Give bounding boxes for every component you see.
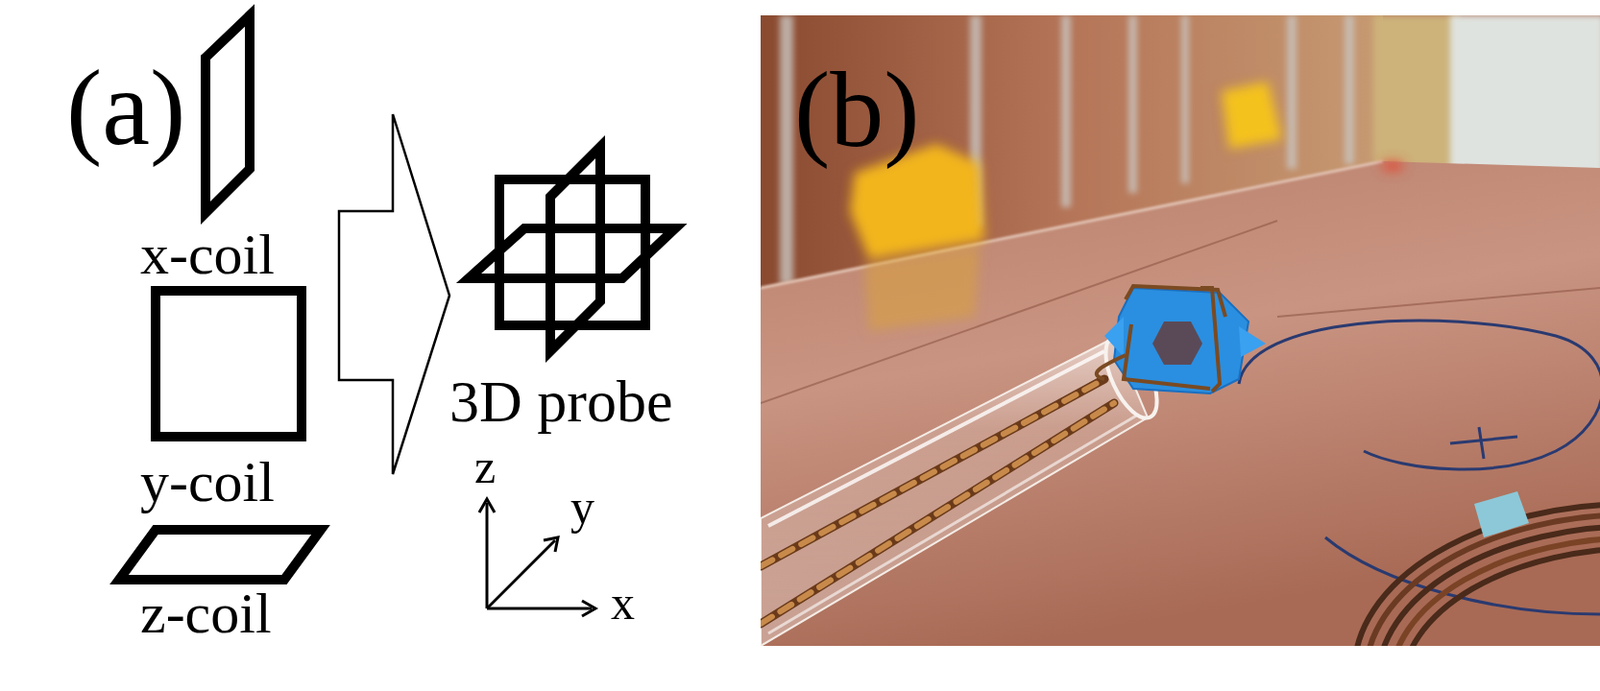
probe-x-coil	[550, 146, 601, 352]
tube-highlight	[768, 351, 1105, 527]
probe-fin	[1104, 316, 1124, 358]
beige-wall	[1373, 15, 1460, 170]
frame-post	[1061, 15, 1071, 208]
blue-probe	[1096, 286, 1266, 394]
z-axis-head	[479, 499, 495, 513]
panel-label: (b)	[794, 55, 921, 164]
wire-pair	[760, 379, 1105, 567]
frame-post	[1344, 15, 1355, 165]
frame-post	[779, 15, 794, 285]
spool-turn	[1402, 548, 1600, 647]
spool-turn	[1378, 526, 1600, 647]
z-axis	[485, 503, 489, 609]
y-axis-head	[543, 537, 558, 553]
coil-label: y-coil	[140, 453, 275, 511]
frame-post	[1128, 15, 1138, 194]
frame-post	[1181, 15, 1189, 184]
yellow-blocks	[849, 81, 1403, 332]
probe-label: 3D probe	[449, 371, 673, 432]
y-axis	[486, 540, 556, 609]
glass-tube	[760, 329, 1168, 647]
floor-marking	[1238, 320, 1600, 615]
wire-pair	[760, 379, 1105, 567]
x-coil-shape	[205, 15, 250, 214]
seam	[760, 220, 1278, 404]
coil-label: x-coil	[140, 225, 275, 284]
seam	[1277, 288, 1600, 317]
probe-photo	[760, 15, 1600, 647]
marker-circle	[1238, 320, 1600, 470]
x-axis	[486, 607, 592, 611]
combine-arrow	[339, 114, 450, 475]
y-coil-shape	[155, 290, 302, 437]
axis-label: z	[474, 442, 496, 491]
winding	[1123, 324, 1211, 389]
tube-body	[760, 338, 1148, 647]
spool-turn	[1365, 514, 1600, 647]
spool-turn	[1390, 537, 1600, 647]
winding	[1200, 288, 1220, 392]
3d-probe-shape	[468, 146, 676, 352]
probe-frame	[1114, 288, 1249, 394]
red-spot	[1382, 161, 1403, 171]
probe-hole	[1152, 321, 1203, 365]
probe-windings	[1096, 286, 1226, 392]
z-coil-shape	[119, 530, 321, 581]
x-axis-head	[581, 601, 596, 617]
marker-cross	[1478, 427, 1484, 460]
wire-spool	[1354, 504, 1600, 647]
block-reflection	[864, 247, 980, 332]
white-wall	[1450, 15, 1600, 179]
spool-turn	[1354, 504, 1600, 647]
coil-label: z-coil	[140, 584, 272, 643]
axis-label: y	[570, 483, 595, 532]
yellow-block	[1221, 81, 1283, 149]
tube-highlight	[768, 414, 1139, 634]
probe-y-coil	[499, 179, 646, 326]
frame-post	[1286, 15, 1297, 170]
axis-label: x	[610, 579, 635, 628]
probe-fin	[1238, 326, 1266, 358]
blue-tape	[1474, 491, 1529, 538]
marker-cross	[1450, 436, 1518, 444]
panel-label: (a)	[66, 53, 186, 162]
probe-z-coil	[468, 228, 676, 279]
winding-lead	[1096, 355, 1126, 380]
